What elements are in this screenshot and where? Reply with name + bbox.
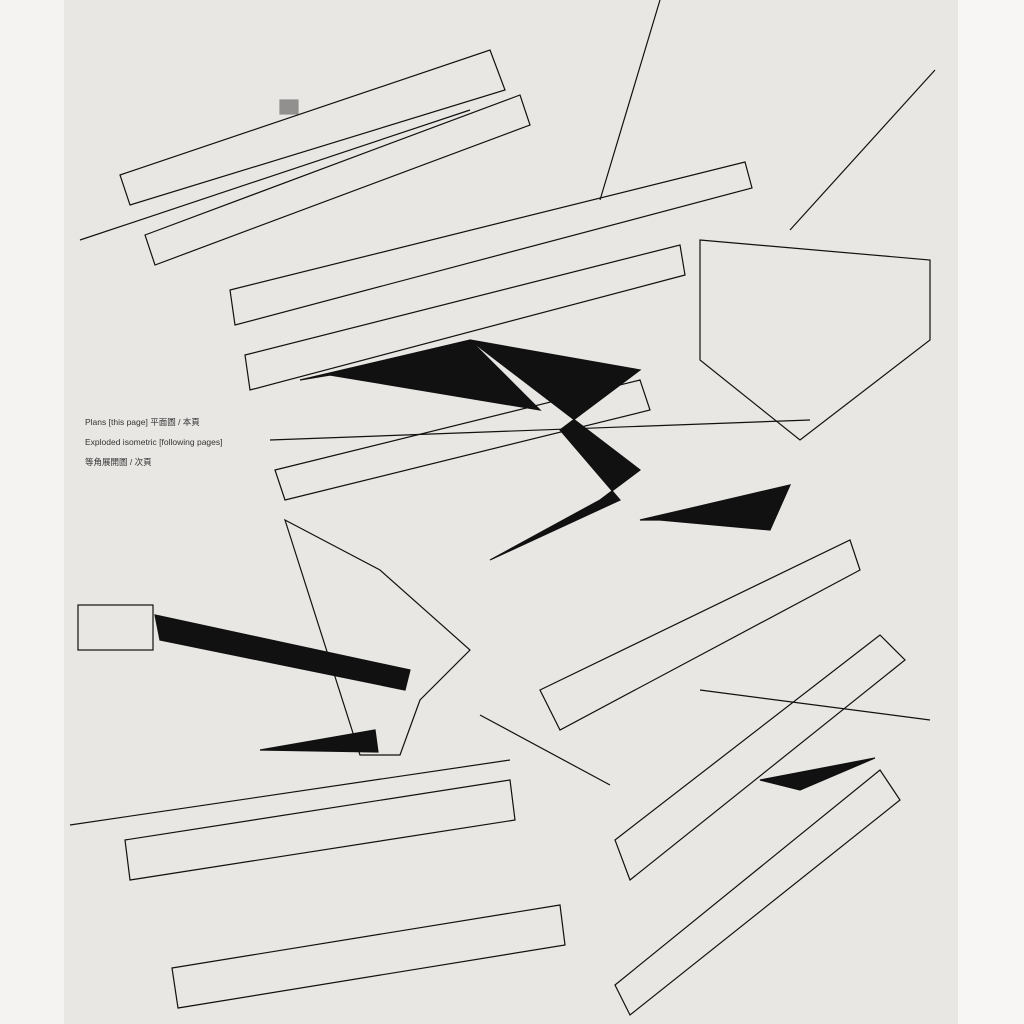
central-ramp [269, 339, 811, 561]
middle-plans [77, 518, 861, 786]
caption-chinese: 等角展開圖 / 次頁 [85, 457, 152, 467]
book-page [64, 0, 960, 1024]
bottom-right-plans [614, 634, 931, 1016]
caption-exploded: Exploded isometric [following pages] [85, 437, 223, 447]
figure-caption: Plans [this page] 平面圖 / 本頁 Exploded isom… [85, 412, 223, 472]
page-edge [958, 0, 1024, 1024]
bottom-left-plans [69, 759, 566, 1009]
plan-strip-2 [229, 161, 753, 411]
caption-plans: Plans [this page] 平面圖 / 本頁 [85, 417, 200, 427]
right-fan [599, 0, 936, 441]
plan-strip-1 [79, 49, 531, 266]
